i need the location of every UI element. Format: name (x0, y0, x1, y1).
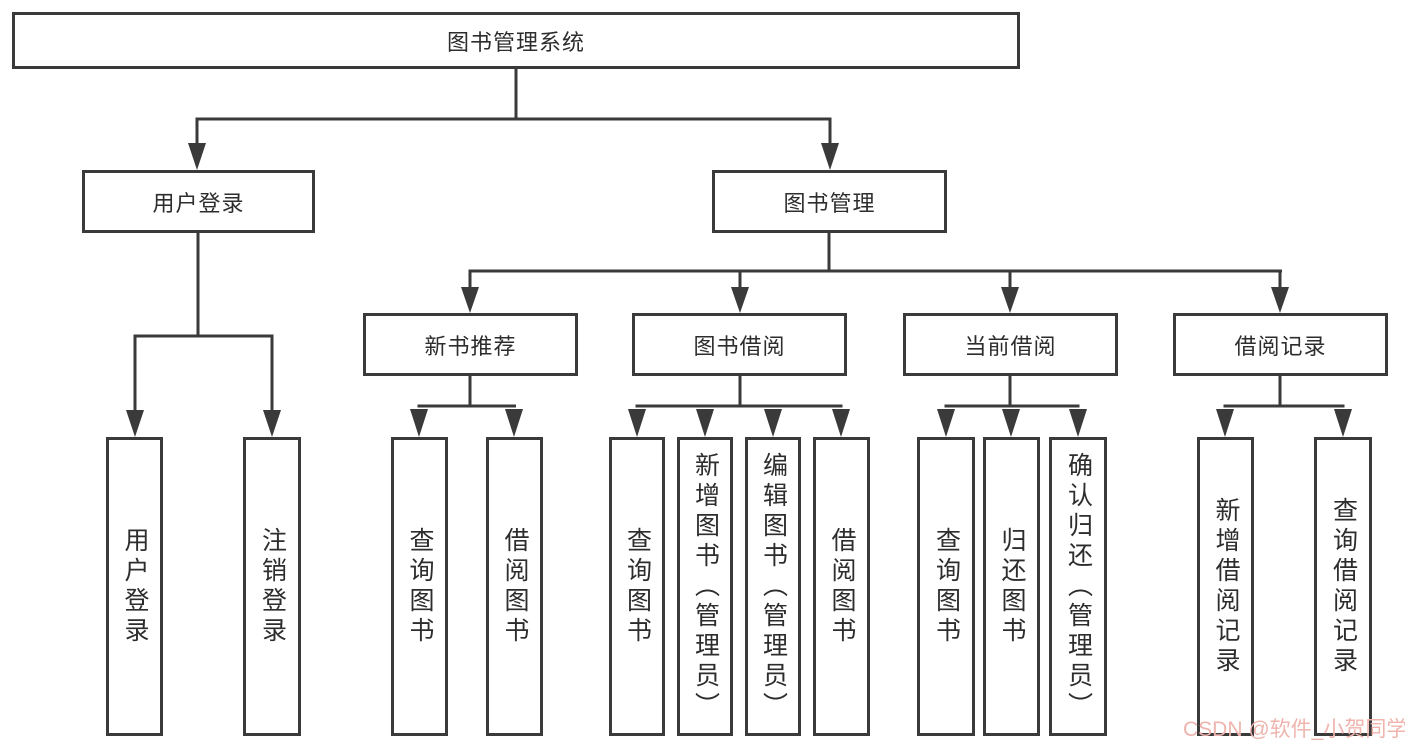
leaf-query-books-recommend: 查询图书 (391, 437, 448, 736)
node-library-management-system: 图书管理系统 (12, 12, 1020, 69)
leaf-user-login: 用户登录 (106, 437, 163, 736)
node-book-management: 图书管理 (712, 170, 947, 233)
leaf-confirm-return-admin: 确认归还（管理员） (1049, 437, 1107, 736)
leaf-edit-book-admin: 编辑图书（管理员） (745, 437, 801, 736)
leaf-add-borrow-record: 新增借阅记录 (1197, 437, 1254, 736)
leaf-add-book-admin: 新增图书（管理员） (677, 437, 733, 736)
leaf-query-books-current: 查询图书 (917, 437, 975, 736)
node-book-borrow: 图书借阅 (632, 313, 847, 376)
leaf-query-books-borrow: 查询图书 (609, 437, 665, 736)
node-borrow-records: 借阅记录 (1173, 313, 1388, 376)
node-user-login: 用户登录 (82, 170, 315, 233)
node-current-borrow: 当前借阅 (903, 313, 1118, 376)
leaf-query-borrow-record: 查询借阅记录 (1314, 437, 1372, 736)
leaf-borrow-books: 借阅图书 (813, 437, 870, 736)
leaf-return-book: 归还图书 (983, 437, 1040, 736)
csdn-watermark: CSDN @软件_小贺同学 (1183, 718, 1405, 741)
node-new-book-recommend: 新书推荐 (363, 313, 578, 376)
leaf-borrow-books-recommend: 借阅图书 (486, 437, 543, 736)
leaf-logout: 注销登录 (243, 437, 301, 736)
